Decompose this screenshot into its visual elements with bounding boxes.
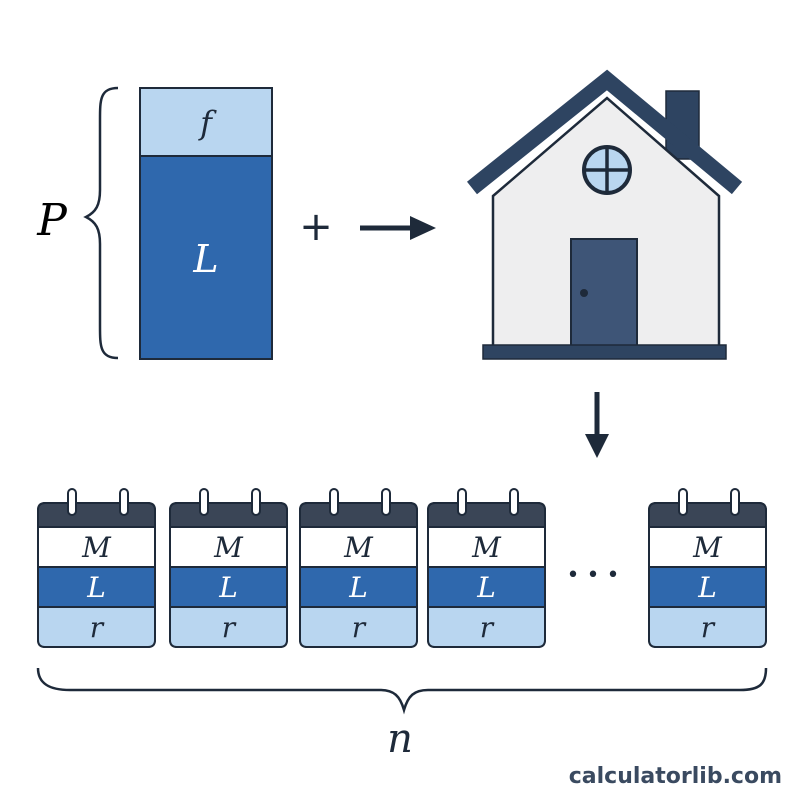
house-wall — [491, 96, 721, 348]
calendar-row-label: M — [213, 531, 244, 564]
principal-label: P — [36, 195, 68, 246]
calendar-row-label: r — [480, 611, 495, 644]
arrow-right-icon — [360, 216, 436, 240]
calendar-icon: MLr — [648, 488, 767, 648]
calendar-ring — [381, 488, 391, 516]
calendar-row-label: r — [90, 611, 105, 644]
house-icon — [467, 69, 743, 360]
calendar-row — [648, 606, 767, 648]
calendar-icon: MLr — [427, 488, 546, 648]
calendar-ring — [199, 488, 209, 516]
ellipsis: • • • — [567, 563, 620, 588]
calendar-row — [169, 566, 288, 608]
calendar-row — [299, 526, 418, 568]
calendar-row — [37, 606, 156, 648]
calendar-row-label: M — [692, 531, 723, 564]
principal-brace — [83, 86, 119, 360]
calendar-header — [427, 502, 546, 528]
calendar-row-label: r — [352, 611, 367, 644]
calendar-row — [299, 566, 418, 608]
principal-stack: f L — [139, 87, 273, 360]
arrow-down-icon — [585, 392, 609, 458]
calendar-icon: MLr — [37, 488, 156, 648]
calendar-row — [427, 526, 546, 568]
plus-sign: + — [299, 204, 333, 250]
calendar-ring — [730, 488, 740, 516]
calendar-icon: MLr — [169, 488, 288, 648]
calendar-row — [648, 566, 767, 608]
calendar-ring — [119, 488, 129, 516]
calendar-header — [299, 502, 418, 528]
calendar-row-label: r — [701, 611, 716, 644]
calendar-ring — [67, 488, 77, 516]
calendar-row — [169, 526, 288, 568]
watermark: calculatorlib.com — [569, 764, 782, 789]
calendar-row — [299, 606, 418, 648]
calendar-header — [648, 502, 767, 528]
house-foundation — [482, 344, 727, 360]
periods-brace — [36, 667, 768, 715]
calendar-ring — [509, 488, 519, 516]
calendar-row-label: L — [86, 571, 106, 604]
calendar-ring — [329, 488, 339, 516]
calendar-header — [169, 502, 288, 528]
calendar-ring — [251, 488, 261, 516]
fee-block — [139, 87, 273, 157]
calendar-header — [37, 502, 156, 528]
round-window-icon — [582, 145, 632, 195]
loan-block — [139, 155, 273, 360]
loan-label: L — [192, 237, 218, 281]
calendar-row — [169, 606, 288, 648]
calendar-row-label: M — [343, 531, 374, 564]
calendar-row — [427, 606, 546, 648]
calendar-row — [648, 526, 767, 568]
calendar-row — [37, 566, 156, 608]
calendar-ring — [457, 488, 467, 516]
calendar-icon: MLr — [299, 488, 418, 648]
periods-label: n — [387, 716, 413, 762]
calendar-ring — [678, 488, 688, 516]
calendar-row-label: L — [476, 571, 496, 604]
calendar-row-label: M — [471, 531, 502, 564]
calendar-row-label: L — [697, 571, 717, 604]
calendar-row-label: M — [81, 531, 112, 564]
calendar-row-label: L — [348, 571, 368, 604]
calendar-row — [37, 526, 156, 568]
house-roof — [467, 69, 743, 195]
door-knob — [580, 289, 588, 297]
calendar-row-label: r — [222, 611, 237, 644]
calendar-row-label: L — [218, 571, 238, 604]
